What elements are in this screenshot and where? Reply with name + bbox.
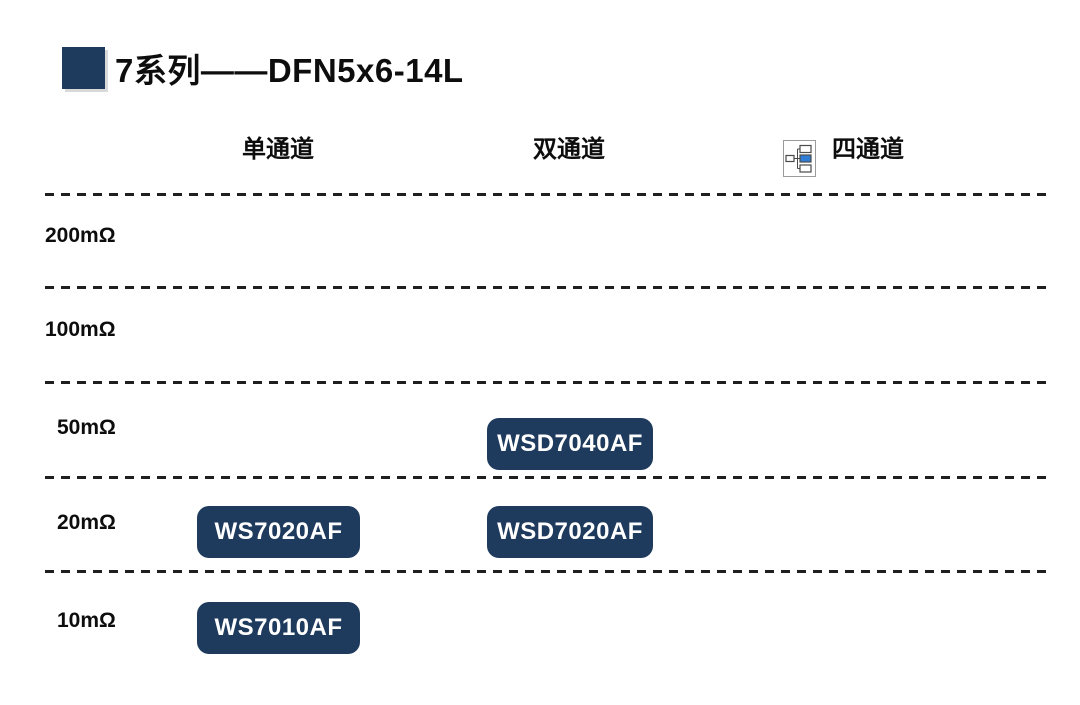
- row-divider: [45, 381, 1048, 384]
- part-chip-ws7020af: WS7020AF: [197, 506, 360, 558]
- part-chip-wsd7020af: WSD7020AF: [487, 506, 653, 558]
- column-header-dual-channel: 双通道: [533, 136, 605, 163]
- row-divider: [45, 476, 1048, 479]
- row-divider: [45, 193, 1048, 196]
- row-label-200mohm: 200mΩ: [45, 224, 116, 247]
- title-bullet-square: [62, 47, 105, 89]
- row-label-20mohm: 20mΩ: [57, 511, 116, 534]
- row-label-10mohm: 10mΩ: [57, 609, 116, 632]
- row-label-50mohm: 50mΩ: [57, 416, 116, 439]
- org-chart-icon: [783, 140, 816, 177]
- row-divider: [45, 286, 1048, 289]
- part-chip-wsd7040af: WSD7040AF: [487, 418, 653, 470]
- column-header-single-channel: 单通道: [242, 136, 314, 163]
- column-header-quad-channel: 四通道: [832, 136, 904, 163]
- row-label-100mohm: 100mΩ: [45, 318, 116, 341]
- page-title: 7系列——DFN5x6-14L: [115, 52, 464, 89]
- row-divider: [45, 570, 1048, 573]
- part-chip-ws7010af: WS7010AF: [197, 602, 360, 654]
